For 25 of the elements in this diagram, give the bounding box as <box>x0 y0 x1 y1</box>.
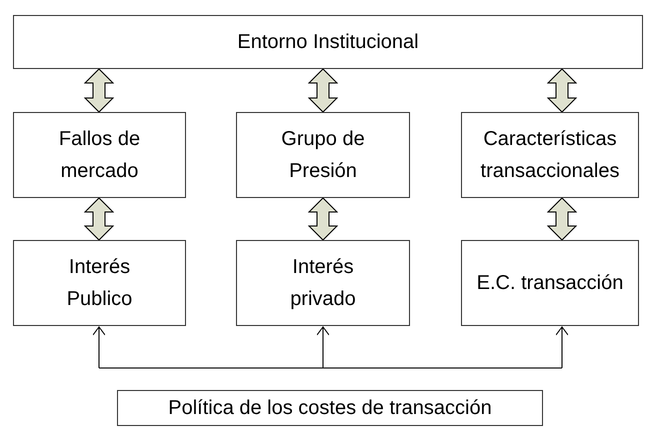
box-text: Entorno Institucional <box>237 30 419 55</box>
text-box <box>236 112 410 198</box>
box-text: Interés privado <box>289 255 357 312</box>
text-box <box>461 240 639 326</box>
text-box <box>13 15 643 69</box>
box-text: Fallos de mercado <box>58 127 142 184</box>
box-text: Política de los costes de transacción <box>168 396 492 421</box>
text-box <box>13 112 186 198</box>
text-box <box>461 112 639 198</box>
box-text: Interés Publico <box>66 255 134 312</box>
box-text: Características transaccionales <box>480 127 620 184</box>
text-box <box>13 240 186 326</box>
box-text: E.C. transacción <box>476 271 624 296</box>
double-arrow <box>84 68 114 113</box>
text-box <box>117 390 543 426</box>
text-box <box>236 240 410 326</box>
double-arrow <box>546 197 578 241</box>
double-arrow <box>308 197 338 241</box>
double-arrow <box>308 68 338 113</box>
double-arrow <box>84 197 114 241</box>
arrow <box>556 326 568 368</box>
arrow <box>316 326 330 368</box>
double-arrow <box>546 68 578 113</box>
box-text: Grupo de Presión <box>280 127 366 184</box>
arrow <box>92 326 106 368</box>
